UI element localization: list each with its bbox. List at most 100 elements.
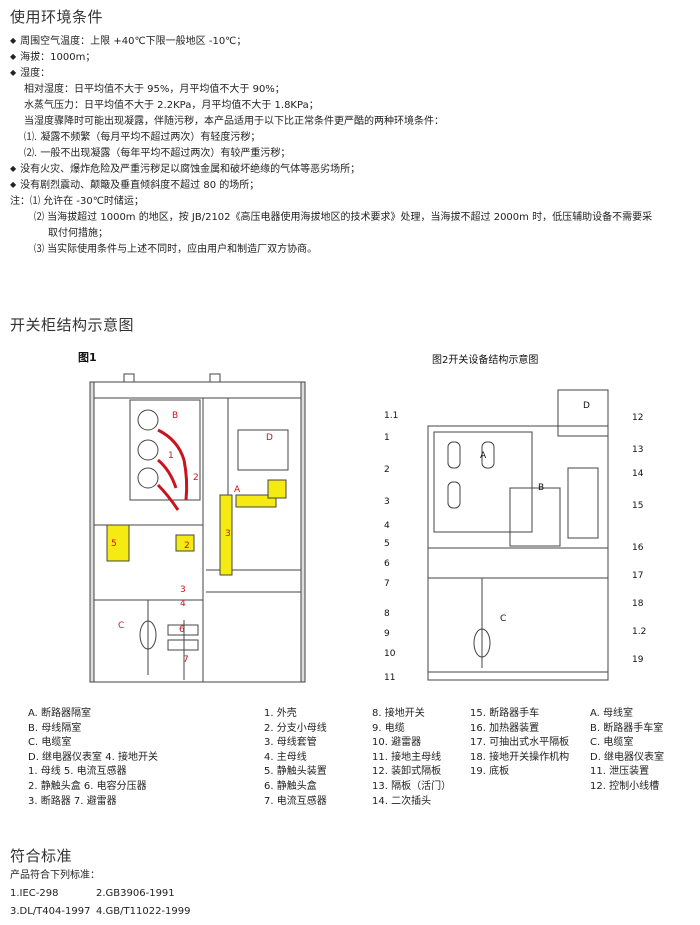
- env-item-no-vibration: 没有剧烈震动、颠簸及垂直倾斜度不超过 80 的场所；: [10, 178, 652, 194]
- standard-item: 3.DL/T404-1997: [10, 906, 91, 917]
- legend-item: 14. 二次插头: [372, 795, 432, 807]
- svg-text:8: 8: [384, 609, 390, 619]
- svg-text:A: A: [234, 485, 241, 495]
- env-note-1: 注：⑴ 允许在 -30℃时储运；: [10, 196, 144, 207]
- svg-text:A: A: [480, 451, 487, 461]
- svg-text:10: 10: [384, 649, 396, 659]
- legend-column-1: A. 断路器隔室 B. 母线隔室 C. 电缆室 D. 继电器仪表室 4. 接地开…: [28, 707, 158, 809]
- svg-text:1.2: 1.2: [632, 627, 646, 637]
- svg-text:C: C: [500, 614, 506, 624]
- svg-text:4: 4: [180, 599, 186, 609]
- svg-text:4: 4: [384, 521, 390, 531]
- legend-item: 5. 静触头装置: [264, 766, 327, 778]
- legend-item: 3. 断路器 7. 避雷器: [28, 795, 117, 807]
- svg-text:3: 3: [225, 529, 231, 539]
- legend-item: 13. 隔板（活门）: [372, 780, 452, 792]
- env-item-condition-1: ⑴. 凝露不频繁（每月平均不超过两次）有轻度污秽；: [24, 132, 261, 143]
- legend-item: D. 继电器仪表室: [590, 751, 665, 763]
- legend-item: C. 电缆室: [590, 737, 634, 749]
- svg-text:12: 12: [632, 413, 643, 423]
- legend-item: A. 断路器隔室: [28, 708, 92, 719]
- legend-column-3: 8. 接地开关 9. 电缆 10. 避雷器 11. 接地主母线 12. 装卸式隔…: [372, 707, 451, 809]
- svg-text:2: 2: [193, 473, 199, 483]
- standard-item: 1.IEC-298: [10, 888, 59, 899]
- legend-item: 19. 底板: [470, 766, 510, 778]
- env-item-condensation: 当湿度骤降时可能出现凝露，伴随污秽，本产品适用于以下比正常条件更严酷的两种环境条…: [24, 116, 444, 127]
- legend-item: 11. 接地主母线: [372, 751, 442, 763]
- svg-text:5: 5: [111, 539, 117, 549]
- svg-text:17: 17: [632, 571, 643, 581]
- standard-item: 4.GB/T11022-1999: [96, 906, 191, 917]
- svg-text:3: 3: [180, 585, 186, 595]
- svg-text:13: 13: [632, 445, 643, 455]
- legend-item: 2. 静触头盒 6. 电容分压器: [28, 780, 147, 792]
- svg-text:2: 2: [384, 465, 390, 475]
- env-item-condition-2: ⑵. 一般不出现凝露（每年平均不超过两次）有较严重污秽；: [24, 148, 291, 159]
- section-title-standards: 符合标准: [10, 847, 73, 865]
- svg-text:6: 6: [179, 625, 185, 635]
- legend-column-4: 15. 断路器手车 16. 加热器装置 17. 可抽出式水平隔板 18. 接地开…: [470, 707, 569, 780]
- env-item-vapor-pressure: 水蒸气压力：日平均值不大于 2.2KPa，月平均值不大于 1.8KPa；: [24, 100, 319, 111]
- figure2-diagram: A B C D 1.1 1 2 3 4 5 6 7 8 9 10 11 12 1…: [384, 389, 646, 683]
- env-item-humidity: 湿度：: [10, 66, 652, 82]
- legend-item: C. 电缆室: [28, 737, 72, 749]
- svg-text:5: 5: [384, 539, 390, 549]
- svg-text:14: 14: [632, 469, 644, 479]
- legend-item: 15. 断路器手车: [470, 708, 540, 719]
- legend-item: 7. 电流互感器: [264, 795, 327, 807]
- svg-text:15: 15: [632, 501, 643, 511]
- env-item-temperature: 周围空气温度：上限 +40℃下限一般地区 -10℃；: [10, 34, 652, 50]
- standards-subtitle: 产品符合下列标准：: [10, 870, 100, 881]
- legend-item: 17. 可抽出式水平隔板: [470, 737, 570, 749]
- legend-item: 11. 泄压装置: [590, 766, 650, 778]
- legend-item: 8. 接地开关: [372, 708, 425, 719]
- env-note-3: ⑶ 当实际使用条件与上述不同时，应由用户和制造厂双方协商。: [34, 244, 318, 255]
- legend-item: 2. 分支小母线: [264, 722, 327, 734]
- svg-text:1: 1: [168, 451, 174, 461]
- env-note-2: ⑵ 当海拔超过 1000m 的地区，按 JB/2102《高压电器使用海拔地区的技…: [34, 212, 653, 223]
- legend-item: 16. 加热器装置: [470, 722, 540, 734]
- figure2-title: 图2开关设备结构示意图: [432, 355, 539, 366]
- svg-text:D: D: [583, 401, 590, 411]
- section-title-environment: 使用环境条件: [10, 8, 104, 26]
- svg-text:3: 3: [384, 497, 390, 507]
- svg-text:D: D: [266, 433, 273, 443]
- section-title-structure: 开关柜结构示意图: [10, 316, 135, 334]
- svg-text:B: B: [538, 483, 544, 493]
- svg-text:2: 2: [184, 541, 190, 551]
- svg-text:9: 9: [384, 629, 390, 639]
- legend-item: 4. 主母线: [264, 751, 307, 763]
- legend-item: A. 母线室: [590, 708, 634, 719]
- env-note-2-cont: 取付何措施；: [48, 228, 108, 239]
- environment-list: 周围空气温度：上限 +40℃下限一般地区 -10℃； 海拔：1000m； 湿度：…: [10, 34, 652, 258]
- legend-item: 6. 静触头盒: [264, 780, 317, 792]
- svg-text:C: C: [118, 621, 124, 631]
- svg-text:19: 19: [632, 655, 644, 665]
- svg-text:11: 11: [384, 673, 395, 683]
- env-item-altitude: 海拔：1000m；: [10, 50, 652, 66]
- legend-item: 1. 母线 5. 电流互感器: [28, 766, 127, 778]
- legend-item: 9. 电缆: [372, 722, 405, 734]
- svg-text:6: 6: [384, 559, 390, 569]
- legend-column-5: A. 母线室 B. 断路器手车室 C. 电缆室 D. 继电器仪表室 11. 泄压…: [590, 707, 664, 795]
- standard-item: 2.GB3906-1991: [96, 888, 175, 899]
- figure1-title: 图1: [78, 351, 97, 364]
- svg-text:7: 7: [183, 655, 189, 665]
- env-item-relative-humidity: 相对湿度：日平均值不大于 95%，月平均值不大于 90%；: [24, 84, 285, 95]
- legend-item: 18. 接地开关操作机构: [470, 751, 570, 763]
- svg-text:B: B: [172, 411, 178, 421]
- legend-item: 3. 母线套管: [264, 737, 317, 749]
- svg-text:18: 18: [632, 599, 644, 609]
- legend-item: B. 断路器手车室: [590, 722, 664, 734]
- svg-text:1.1: 1.1: [384, 411, 398, 421]
- legend-item: 12. 控制小线槽: [590, 780, 660, 792]
- legend-item: B. 母线隔室: [28, 722, 82, 734]
- svg-text:7: 7: [384, 579, 390, 589]
- svg-text:1: 1: [384, 433, 390, 443]
- figure1-diagram: B 1 2 D A 3 5 2 3 4 C 6 7: [89, 373, 306, 683]
- legend-item: 1. 外壳: [264, 708, 297, 719]
- legend-item: 12. 装卸式隔板: [372, 766, 442, 778]
- legend-item: 10. 避雷器: [372, 737, 422, 749]
- svg-text:16: 16: [632, 543, 644, 553]
- legend-item: D. 继电器仪表室 4. 接地开关: [28, 751, 158, 763]
